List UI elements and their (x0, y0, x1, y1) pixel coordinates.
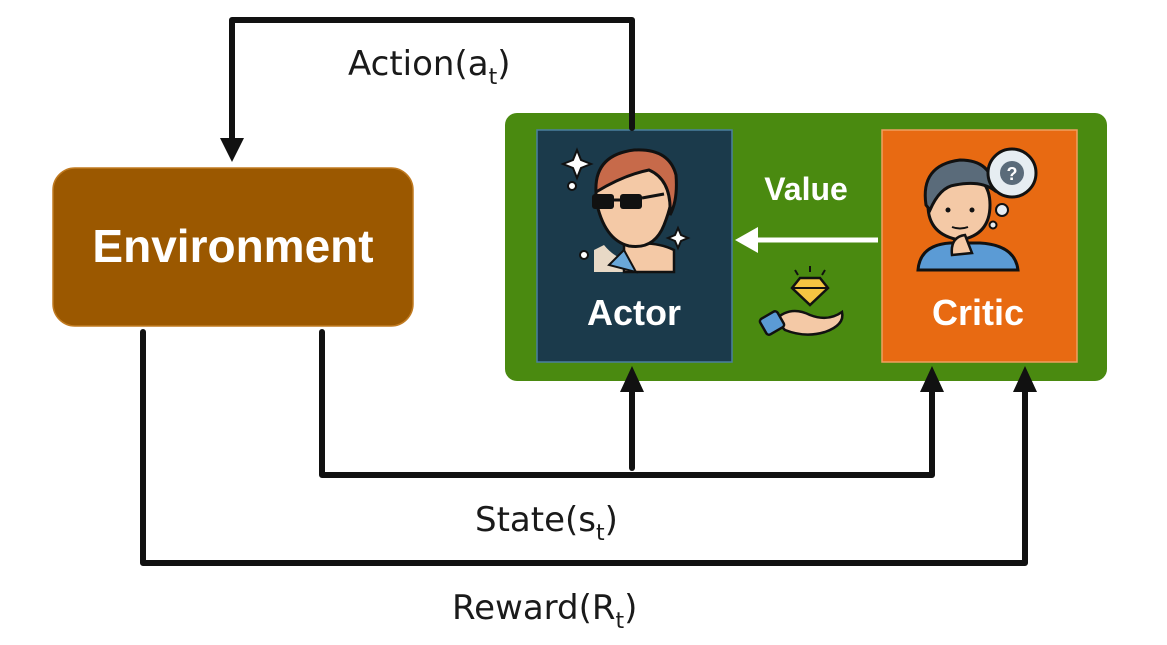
state-label: State(st) (475, 500, 618, 546)
person-with-sunglasses-icon (592, 148, 678, 274)
actor-node: Actor (536, 129, 733, 363)
action-label: Action(at) (348, 44, 511, 90)
environment-node: Environment (52, 167, 414, 327)
environment-label: Environment (92, 220, 373, 272)
environment-box (52, 167, 414, 327)
action-edge (220, 17, 635, 162)
critic-node: ? Critic (881, 129, 1078, 363)
critic-label: Critic (932, 292, 1024, 333)
actor-label: Actor (587, 292, 681, 333)
reward-label: Reward(Rt) (452, 588, 637, 634)
state-edge (319, 329, 944, 478)
value-arrow (735, 227, 878, 253)
sparkle-icon (560, 147, 691, 260)
svg-text:?: ? (1007, 164, 1018, 184)
reward-edge (140, 329, 1037, 566)
value-label: Value (764, 171, 848, 207)
hand-holding-diamond-icon (758, 266, 844, 336)
thinking-person-icon: ? (916, 147, 1038, 272)
